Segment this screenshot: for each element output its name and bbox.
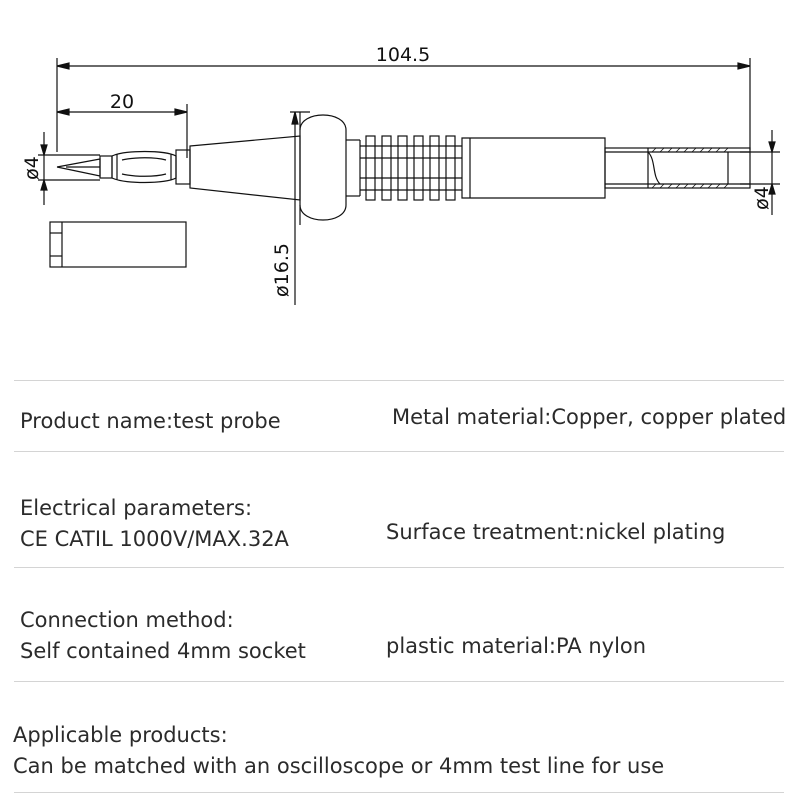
socket-diameter-dimension: ø4: [740, 130, 780, 215]
tip-diameter-dimension: ø4: [21, 132, 100, 205]
divider: [14, 451, 784, 452]
rear-handle: [461, 137, 606, 199]
finger-guard: [299, 112, 361, 225]
ribbed-grip: [360, 135, 462, 201]
metal-material: Metal material:Copper, copper plated: [392, 405, 787, 429]
socket-diameter-label: ø4: [751, 186, 773, 210]
rear-socket: [604, 147, 751, 189]
probe-technical-drawing: 104.5 20 ø4: [21, 44, 780, 305]
protective-cap: [49, 221, 187, 268]
plastic-material: plastic material:PA nylon: [386, 634, 647, 658]
divider: [14, 681, 784, 682]
connection-method: Connection method: Self contained 4mm so…: [20, 608, 306, 663]
product-name: Product name:test probe: [20, 409, 281, 433]
front-handle: [189, 135, 301, 201]
guard-diameter-label: ø16.5: [271, 243, 293, 297]
tip-length-dimension: 20: [56, 91, 188, 158]
surface-treatment: Surface treatment:nickel plating: [386, 520, 726, 544]
electrical-parameters: Electrical parameters: CE CATIL 1000V/MA…: [20, 496, 289, 551]
tip-diameter-label: ø4: [21, 156, 43, 180]
overall-length-dimension: 104.5: [56, 44, 751, 152]
overall-length-label: 104.5: [376, 44, 430, 66]
probe-tip: [56, 149, 191, 185]
divider: [14, 792, 784, 793]
applicable-products: Applicable products: Can be matched with…: [13, 723, 665, 778]
guard-diameter-dimension: ø16.5: [271, 111, 310, 305]
divider: [14, 380, 784, 381]
divider: [14, 567, 784, 568]
tip-length-label: 20: [110, 91, 134, 113]
